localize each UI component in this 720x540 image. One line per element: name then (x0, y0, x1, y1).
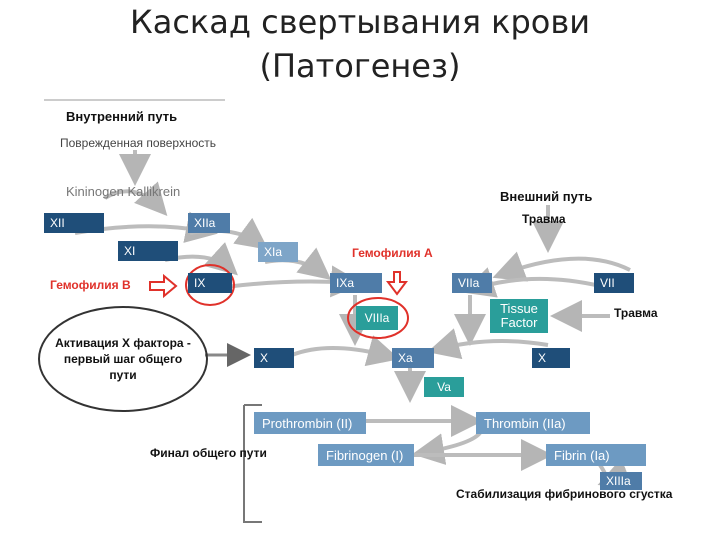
intrinsic-pathway-label: Внутренний путь (66, 109, 178, 124)
page-title: Каскад свертывания крови (130, 3, 590, 41)
page-subtitle: (Патогенез) (259, 47, 461, 85)
factor-xiiia: XIIIa (600, 472, 642, 490)
factor-xiia: XIIa (188, 213, 230, 233)
trauma-right-label: Травма (614, 306, 658, 320)
factor-xii: XII (44, 213, 104, 233)
tissue-factor: Tissue Factor (490, 299, 548, 333)
factor-xa: Xa (392, 348, 434, 368)
kininogen-label: Kininogen Kallikrein (66, 184, 181, 199)
stabilization-label: Стабилизация фибринового сгустка (456, 487, 673, 501)
final-common-pathway-label: Финал общего пути (150, 446, 267, 460)
factor-ixa: IXa (330, 273, 382, 293)
factor-viiia: VIIIa (356, 306, 398, 330)
hemophilia-a-label: Гемофилия А (352, 246, 433, 260)
fibrinogen-box: Fibrinogen (I) (318, 444, 414, 466)
factor-viia: VIIa (452, 273, 492, 293)
fibrin-box: Fibrin (Ia) (546, 444, 646, 466)
factor-x-activation-ellipse: Активация Х фактора - первый шаг общего … (38, 306, 208, 412)
factor-vii: VII (594, 273, 634, 293)
factor-x-intrinsic: X (254, 348, 294, 368)
factor-va: Va (424, 377, 464, 397)
extrinsic-pathway-label: Внешний путь (500, 189, 593, 204)
hemophilia-b-label: Гемофилия В (50, 278, 131, 292)
damaged-surface-label: Поврежденная поверхность (60, 136, 217, 150)
factor-x-extrinsic: X (532, 348, 570, 368)
prothrombin-box: Prothrombin (II) (254, 412, 366, 434)
factor-ix: IX (188, 273, 232, 293)
trauma-label: Травма (522, 212, 566, 226)
factor-xi: XI (118, 241, 178, 261)
thrombin-box: Thrombin (IIa) (476, 412, 590, 434)
factor-xia: XIa (258, 242, 298, 262)
